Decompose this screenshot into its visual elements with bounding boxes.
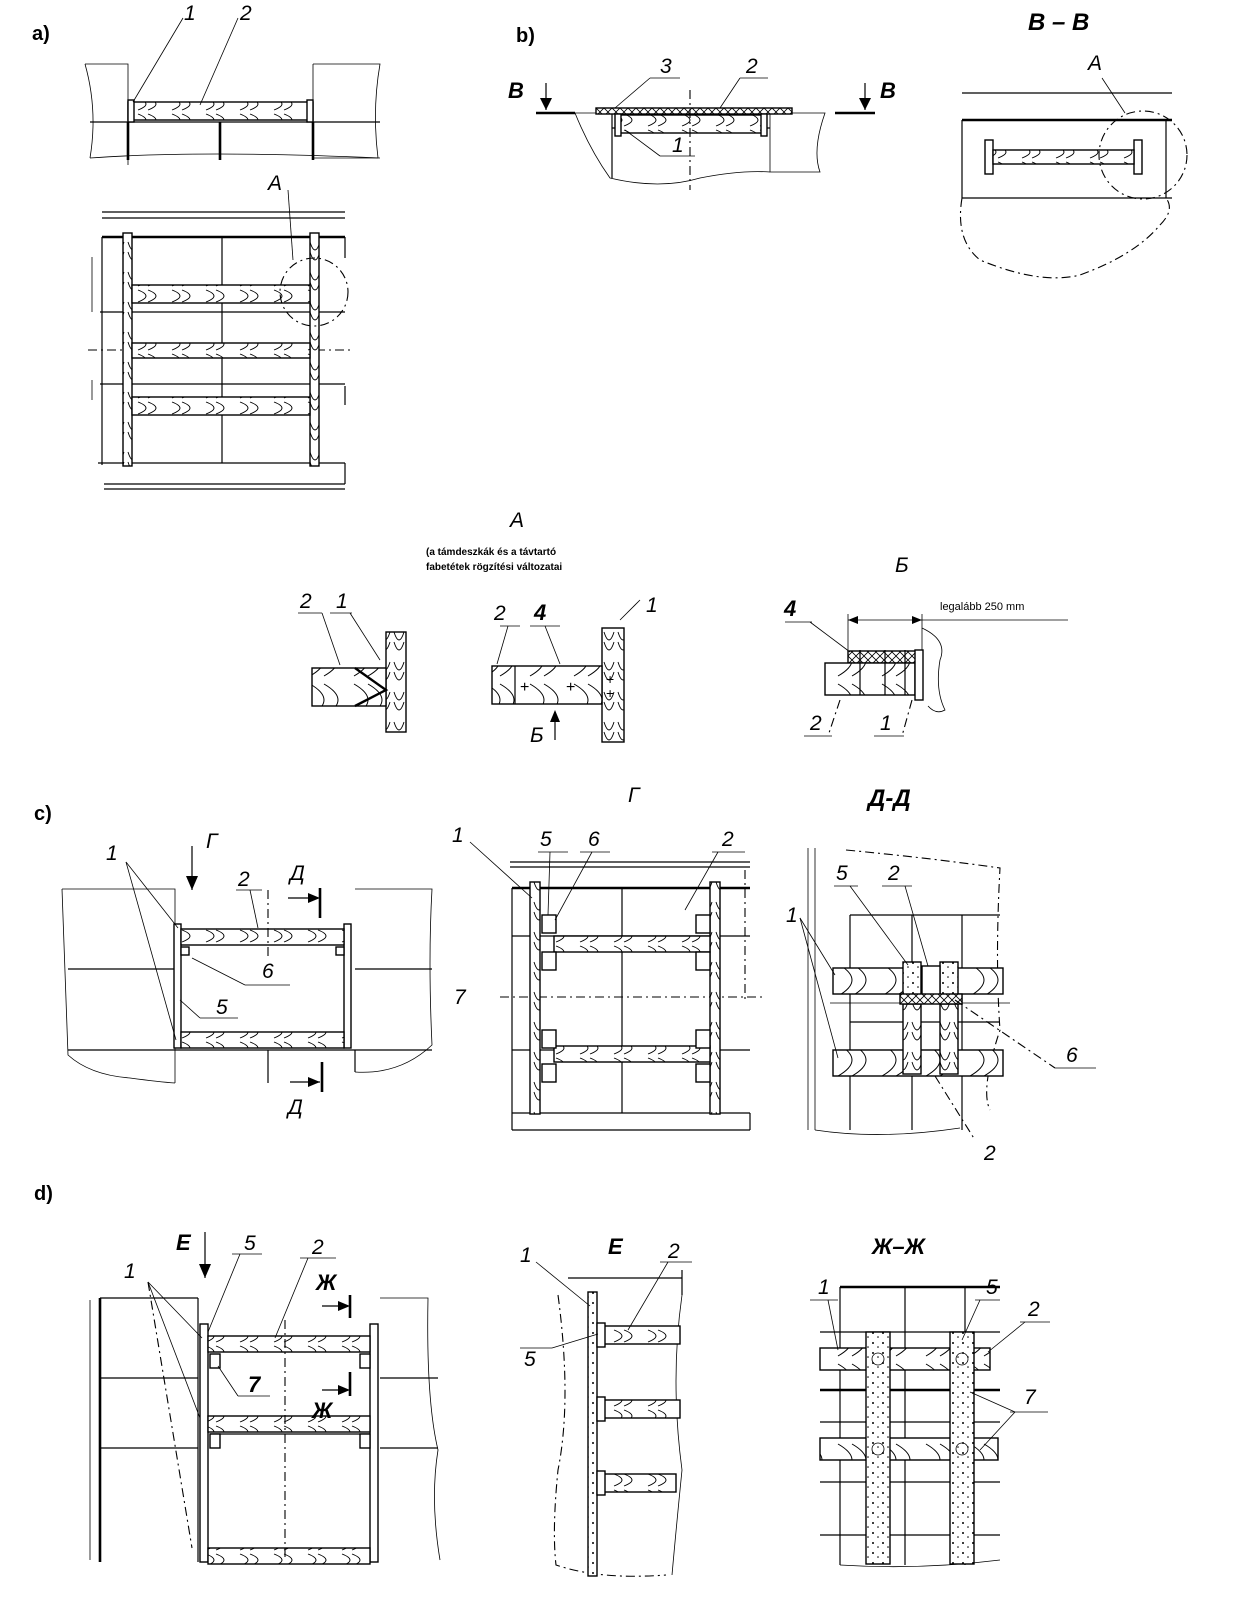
callout-da-mid-2: 2: [493, 602, 506, 625]
cut-mark-b-right: В: [880, 78, 896, 103]
callout-c-6: 6: [262, 960, 274, 983]
callout-dv-5: 5: [524, 1348, 536, 1371]
callout-db-2: 2: [809, 712, 822, 735]
callout-b-1: 1: [672, 134, 684, 157]
callout-da-mid-4: 4: [533, 600, 546, 625]
panel-a-label: a): [32, 23, 50, 45]
callout-cv-5: 5: [540, 828, 552, 851]
section-title-c: Д-Д: [866, 785, 911, 812]
detail-a: A (a támdeszkák és a távtartó fabetétek …: [298, 509, 658, 747]
callout-db-1: 1: [880, 712, 892, 735]
callout-cs-5: 5: [836, 862, 848, 885]
callout-ds-7: 7: [1024, 1386, 1037, 1409]
callout-dv-1: 1: [520, 1244, 532, 1267]
callout-d-5: 5: [244, 1232, 256, 1255]
svg-text:+: +: [520, 679, 529, 696]
view-mark-d: Е: [176, 1230, 192, 1255]
callout-a-2: 2: [239, 2, 252, 25]
detail-b-title: Б: [895, 554, 909, 577]
detail-b: Б legalább 250 mm 4 2 1: [783, 554, 1068, 737]
detail-b-dimension: legalább 250 mm: [940, 601, 1024, 613]
view-title-c: Г: [628, 784, 641, 807]
svg-text:+: +: [606, 671, 614, 687]
panel-c-label: c): [34, 803, 52, 825]
detail-ref-a: A: [266, 172, 282, 195]
callout-c-1: 1: [106, 842, 118, 865]
callout-cs-1: 1: [786, 904, 798, 927]
cut-mark-d-top: Ж: [315, 1270, 338, 1295]
panel-b: b) В В 3 2 1 В – В: [508, 9, 1188, 279]
callout-ds-5: 5: [986, 1276, 998, 1299]
callout-da-left-2: 2: [299, 590, 312, 613]
panel-a: a) 1 2: [32, 2, 381, 490]
detail-ref-bb: A: [1086, 52, 1102, 75]
section-title-bb: В – В: [1028, 9, 1089, 36]
view-title-d: Е: [608, 1234, 624, 1259]
cut-mark-c-bottom: Д: [286, 1096, 303, 1119]
callout-da-mid-1: 1: [646, 594, 658, 617]
callout-d-2: 2: [311, 1236, 324, 1259]
view-arrow-b: Б: [530, 724, 544, 747]
callout-cs-2-bottom: 2: [983, 1142, 996, 1165]
callout-ds-2: 2: [1027, 1298, 1040, 1321]
callout-ds-1: 1: [818, 1276, 830, 1299]
panel-b-label: b): [516, 25, 535, 47]
callout-c-5: 5: [216, 996, 228, 1019]
callout-cv-1: 1: [452, 824, 464, 847]
detail-a-caption-2: fabetétek rögzítési változatai: [426, 562, 562, 573]
callout-b-3: 3: [660, 55, 672, 78]
callout-db-4: 4: [783, 596, 796, 621]
callout-cv-2: 2: [721, 828, 734, 851]
cut-mark-c-top: Д: [288, 862, 305, 885]
callout-cv-7: 7: [454, 986, 467, 1009]
svg-text:+: +: [566, 679, 575, 696]
callout-b-2: 2: [745, 55, 758, 78]
callout-da-left-1: 1: [336, 590, 348, 613]
callout-cv-6: 6: [588, 828, 600, 851]
panel-c: c) Г Д Д 1 2 6: [34, 784, 1096, 1165]
panel-d: d) Е Ж Ж: [34, 1183, 1050, 1577]
callout-d-1: 1: [124, 1260, 136, 1283]
detail-a-caption-1: (a támdeszkák és a távtartó: [426, 547, 556, 558]
cut-mark-b-left: В: [508, 78, 524, 103]
section-title-d: Ж–Ж: [871, 1234, 927, 1259]
callout-cs-2-top: 2: [887, 862, 900, 885]
callout-dv-2: 2: [667, 1240, 680, 1263]
detail-a-title: A: [508, 509, 524, 532]
callout-cs-6: 6: [1066, 1044, 1078, 1067]
callout-c-2: 2: [237, 868, 250, 891]
callout-a-1: 1: [184, 2, 196, 25]
callout-d-7: 7: [248, 1372, 262, 1397]
cut-mark-d-bottom: Ж: [311, 1398, 334, 1423]
svg-text:+: +: [606, 685, 614, 701]
view-mark-c: Г: [206, 830, 219, 853]
panel-d-label: d): [34, 1183, 53, 1205]
